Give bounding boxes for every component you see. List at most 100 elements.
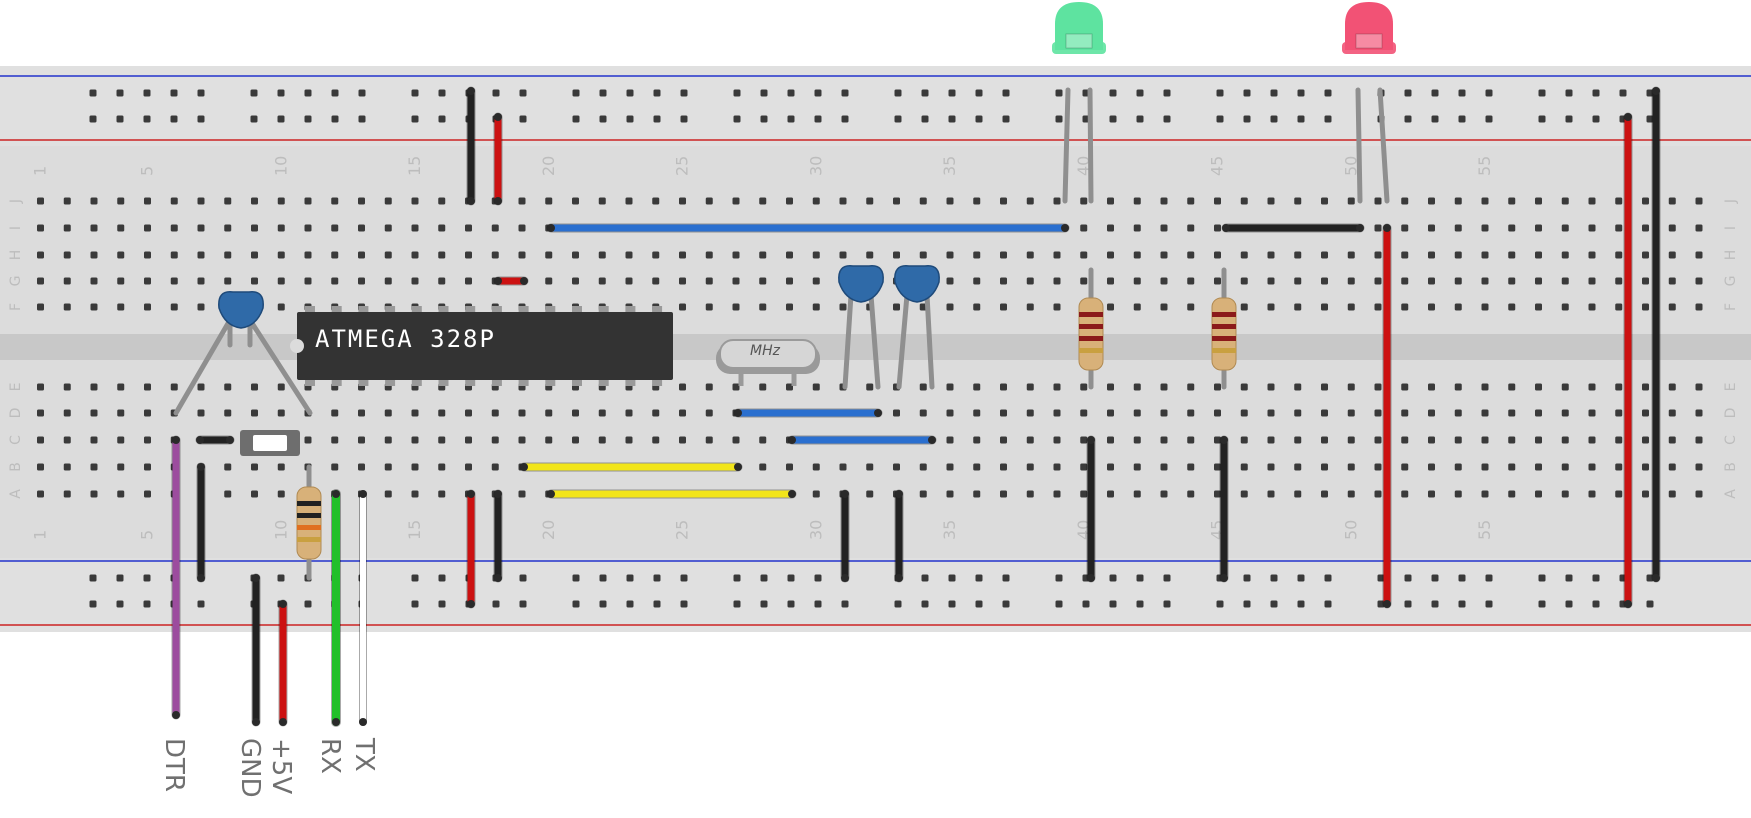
crystal-label: MHz — [750, 343, 781, 359]
hole — [679, 277, 686, 285]
chip-pin — [385, 378, 396, 386]
hole — [384, 490, 392, 498]
hole — [491, 463, 499, 471]
hole — [1535, 409, 1542, 417]
hole — [1588, 383, 1596, 391]
wire-black-end — [1087, 574, 1095, 582]
hole — [1053, 277, 1061, 285]
hole — [1160, 224, 1168, 232]
hole — [1294, 490, 1302, 498]
hole — [144, 436, 151, 444]
hole — [1615, 224, 1623, 232]
hole — [1133, 490, 1141, 498]
resistor-band — [1079, 312, 1103, 317]
hole — [705, 409, 713, 417]
hole — [599, 115, 607, 123]
hole — [1535, 463, 1542, 471]
hole — [1565, 600, 1573, 608]
hole — [1401, 409, 1409, 417]
hole — [1080, 224, 1088, 232]
resistor-body — [1078, 297, 1104, 371]
hole — [866, 490, 874, 498]
hole — [812, 251, 820, 259]
hole — [545, 436, 553, 444]
hole — [1107, 383, 1114, 391]
hole — [1646, 600, 1654, 608]
hole — [625, 251, 633, 259]
hole — [90, 383, 98, 391]
wire-vcc-end — [279, 600, 287, 608]
hole — [759, 303, 767, 311]
hole — [358, 224, 365, 232]
wire-red-end — [494, 197, 502, 205]
hole — [224, 277, 232, 285]
hole — [1615, 303, 1623, 311]
hole — [304, 600, 312, 608]
wire-tx-end — [359, 718, 367, 726]
hole — [116, 89, 124, 97]
hole — [1508, 383, 1516, 391]
hole — [438, 277, 446, 285]
hole — [1347, 197, 1355, 205]
hole — [1454, 303, 1462, 311]
hole — [841, 600, 849, 608]
hole — [1297, 600, 1305, 608]
hole — [1026, 251, 1034, 259]
hole — [1374, 303, 1382, 311]
hole — [197, 600, 205, 608]
row-letter: A — [1723, 489, 1739, 499]
wire-red-end — [467, 600, 475, 608]
hole — [438, 600, 446, 608]
hole — [1428, 224, 1435, 232]
hole — [973, 251, 981, 259]
hole — [1642, 436, 1649, 444]
resistor-band — [297, 513, 321, 518]
hole — [1401, 383, 1409, 391]
hole — [251, 251, 258, 259]
hole — [1187, 303, 1195, 311]
column-number: 55 — [1475, 520, 1494, 540]
hole — [652, 436, 660, 444]
wire-red-end — [1624, 113, 1632, 121]
wire-red-end — [1383, 600, 1391, 608]
chip-pin — [572, 306, 582, 314]
hole — [1053, 463, 1061, 471]
hole — [572, 89, 580, 97]
hole — [492, 600, 500, 608]
hole — [705, 251, 713, 259]
hole — [1646, 89, 1654, 97]
wire-rx-end — [332, 490, 340, 498]
hole — [946, 197, 954, 205]
hole — [63, 277, 71, 285]
hole — [251, 383, 258, 391]
push-button-cap — [253, 435, 287, 451]
row-letter: J — [1723, 199, 1739, 204]
hole — [1133, 383, 1141, 391]
hole — [358, 409, 365, 417]
hole — [1401, 251, 1409, 259]
hole — [1160, 409, 1168, 417]
hole — [37, 383, 44, 391]
tx-label: TX — [349, 737, 379, 772]
top-rail-strip — [0, 66, 1751, 146]
hole — [117, 251, 125, 259]
hole — [1374, 383, 1382, 391]
hole — [117, 463, 125, 471]
hole — [1374, 197, 1382, 205]
hole — [625, 436, 633, 444]
hole — [1055, 89, 1063, 97]
hole — [732, 277, 740, 285]
hole — [384, 251, 392, 259]
hole — [1109, 115, 1117, 123]
hole — [973, 197, 981, 205]
hole — [144, 463, 151, 471]
hole — [1588, 490, 1596, 498]
hole — [948, 574, 956, 582]
hole — [919, 490, 927, 498]
wire-blue-end — [547, 224, 555, 232]
hole — [1053, 490, 1061, 498]
hole — [705, 436, 713, 444]
hole — [1133, 409, 1141, 417]
hole — [893, 463, 900, 471]
hole — [1458, 574, 1466, 582]
